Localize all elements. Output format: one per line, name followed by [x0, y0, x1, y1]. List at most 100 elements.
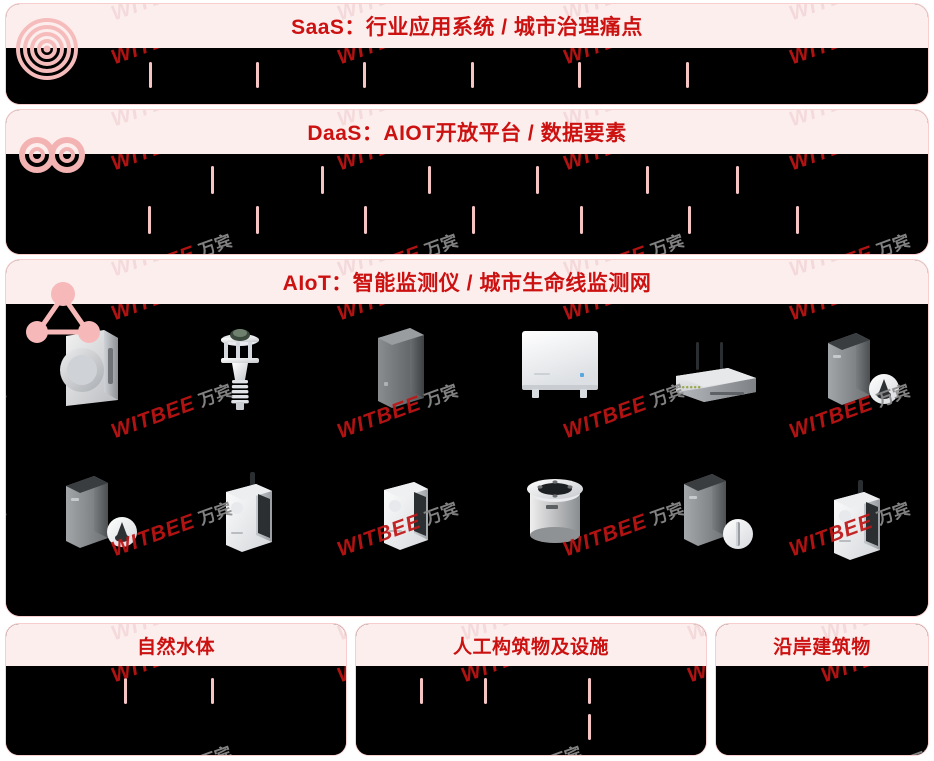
watermark: WITBEE万宾: [818, 666, 928, 687]
divider-tick: [148, 206, 151, 234]
watermark: WITBEE万宾: [458, 666, 584, 687]
watermark-overlay: WITBEE万宾 WITBEE万宾 WITBEE万宾 WITBEE万宾 WITBEE万宾…: [6, 666, 346, 755]
device-white-gateway-panel: [516, 327, 604, 406]
watermark-overlay: WITBEE万宾WITBEE万宾WITBEE万宾WITBEE万宾WITBEE万宾…: [6, 48, 928, 104]
layer-daas-title: DaaS：AIOT开放平台 / 数据要素: [307, 122, 627, 145]
watermark: WITBEE万宾: [6, 231, 9, 254]
panel-natural-water-body: WITBEE万宾 WITBEE万宾 WITBEE万宾 WITBEE万宾 WITBEE万宾…: [6, 666, 346, 755]
watermark: WITBEE万宾: [108, 4, 234, 25]
watermark: WITBEE万宾: [6, 741, 9, 755]
watermark: WITBEE万宾: [458, 741, 585, 755]
divider-tick: [471, 62, 474, 88]
watermark: WITBEE万宾: [356, 741, 359, 755]
watermark: WITBEE万宾: [334, 154, 460, 175]
divider-tick: [580, 206, 583, 234]
watermark: WITBEE万宾: [334, 624, 346, 645]
divider-tick: [321, 166, 324, 194]
device-gallery: [6, 304, 928, 616]
watermark: WITBEE万宾: [334, 231, 461, 254]
divider-tick: [256, 62, 259, 88]
watermark: WITBEE万宾: [684, 741, 706, 755]
watermark: WITBEE万宾: [818, 741, 928, 755]
watermark: WITBEE万宾: [684, 624, 706, 645]
bottom-panel-row: WITBEE万宾 WITBEE万宾 WITBEE万宾 WITBEE万宾 WITBEE万宾…: [6, 624, 928, 755]
panel-coastal-buildings[interactable]: WITBEE万宾WITBEE万宾WITBEE万宾WITBEE万宾WITBEE万宾…: [716, 624, 928, 755]
divider-tick: [363, 62, 366, 88]
watermark-overlay: WITBEE万宾 WITBEE万宾 WITBEE万宾 WITBEE万宾 WITBEE万宾…: [6, 154, 928, 254]
divider-tick: [646, 166, 649, 194]
panel-coastal-buildings-header: WITBEE万宾WITBEE万宾WITBEE万宾WITBEE万宾WITBEE万宾…: [716, 624, 928, 666]
layer-saas[interactable]: WITBEE万宾 WITBEE万宾 WITBEE万宾 WITBEE万宾 WITBEE万宾…: [6, 4, 928, 104]
watermark: WITBEE万宾: [716, 624, 719, 644]
watermark: WITBEE万宾: [6, 154, 9, 174]
watermark: WITBEE万宾: [108, 110, 234, 131]
divider-tick: [736, 166, 739, 194]
layer-saas-header: WITBEE万宾WITBEE万宾WITBEE万宾WITBEE万宾WITBEE万宾…: [6, 4, 928, 48]
watermark: WITBEE万宾: [108, 741, 235, 755]
device-grey-column-with-rod-probe: [678, 466, 758, 557]
watermark: WITBEE万宾: [6, 624, 9, 644]
divider-tick: [420, 678, 423, 704]
layer-saas-body: WITBEE万宾WITBEE万宾WITBEE万宾WITBEE万宾WITBEE万宾…: [6, 18, 928, 104]
watermark: WITBEE万宾: [356, 624, 359, 644]
divider-tick: [686, 62, 689, 88]
layer-aiot[interactable]: WITBEE万宾WITBEE万宾WITBEE万宾WITBEE万宾WITBEE万宾…: [6, 260, 928, 616]
panel-artificial-structures[interactable]: WITBEE万宾 WITBEE万宾 WITBEE万宾 WITBEE万宾 WITBEE万宾…: [356, 624, 706, 755]
layer-daas[interactable]: WITBEE万宾 WITBEE万宾 WITBEE万宾 WITBEE万宾 WITBEE万宾…: [6, 110, 928, 254]
divider-tick: [211, 678, 214, 704]
watermark: WITBEE万宾: [108, 48, 234, 69]
device-cylindrical-flow-meter: [520, 473, 590, 552]
divider-tick: [149, 62, 152, 88]
device-grey-column-with-probe-2: [60, 468, 138, 559]
layer-aiot-header: WITBEE万宾WITBEE万宾WITBEE万宾WITBEE万宾WITBEE万宾…: [6, 260, 928, 304]
divider-tick: [536, 166, 539, 194]
watermark: WITBEE万宾: [334, 666, 346, 687]
watermark: WITBEE万宾: [356, 666, 359, 686]
divider-tick: [364, 206, 367, 234]
device-manhole-cover-sensor: [52, 326, 124, 413]
divider-tick: [588, 678, 591, 704]
divider-tick: [428, 166, 431, 194]
watermark: WITBEE万宾: [108, 154, 234, 175]
watermark: WITBEE万宾: [334, 741, 346, 755]
divider-tick: [256, 206, 259, 234]
divider-tick: [578, 62, 581, 88]
watermark: WITBEE万宾: [6, 48, 9, 68]
device-gas-detector-unit: [220, 470, 280, 561]
divider-tick: [124, 678, 127, 704]
watermark: WITBEE万宾: [684, 666, 706, 687]
device-ultrasonic-weather-station: [212, 318, 268, 417]
watermark: WITBEE万宾: [786, 154, 912, 175]
watermark: WITBEE万宾: [6, 260, 9, 280]
layer-aiot-title: AIoT：智能监测仪 / 城市生命线监测网: [282, 272, 652, 295]
divider-tick: [796, 206, 799, 234]
watermark: WITBEE万宾: [108, 666, 234, 687]
watermark: WITBEE万宾: [560, 154, 686, 175]
device-white-detector-unit-2: [828, 478, 888, 569]
watermark: WITBEE万宾: [786, 260, 912, 281]
watermark: WITBEE万宾: [786, 231, 913, 254]
panel-artificial-structures-body: WITBEE万宾 WITBEE万宾 WITBEE万宾 WITBEE万宾 WITBEE万宾…: [356, 666, 706, 755]
watermark-overlay: WITBEE万宾WITBEE万宾WITBEE万宾WITBEE万宾WITBEE万宾…: [716, 666, 928, 755]
panel-coastal-buildings-title: 沿岸建筑物: [773, 636, 871, 658]
layer-saas-title: SaaS：行业应用系统 / 城市治理痛点: [291, 16, 643, 39]
watermark: WITBEE万宾: [786, 4, 912, 25]
watermark: WITBEE万宾: [6, 4, 9, 24]
panel-artificial-structures-title: 人工构筑物及设施: [452, 636, 609, 658]
panel-coastal-buildings-body: WITBEE万宾WITBEE万宾WITBEE万宾WITBEE万宾WITBEE万宾…: [716, 666, 928, 755]
device-dark-cabinet-monitor: [372, 322, 428, 415]
watermark: WITBEE万宾: [786, 48, 912, 69]
watermark: WITBEE万宾: [108, 260, 234, 281]
watermark: WITBEE万宾: [716, 741, 719, 755]
watermark: WITBEE万宾: [786, 110, 912, 131]
watermark-overlay: WITBEE万宾 WITBEE万宾 WITBEE万宾 WITBEE万宾 WITBEE万宾…: [356, 666, 706, 755]
panel-natural-water[interactable]: WITBEE万宾 WITBEE万宾 WITBEE万宾 WITBEE万宾 WITBEE万宾…: [6, 624, 346, 755]
panel-natural-water-title: 自然水体: [136, 636, 215, 658]
watermark: WITBEE万宾: [108, 231, 235, 254]
layer-daas-header: WITBEE万宾WITBEE万宾WITBEE万宾WITBEE万宾WITBEE万宾…: [6, 110, 928, 154]
device-grey-column-with-probe: [822, 325, 900, 416]
device-wireless-router-gateway: [668, 340, 762, 413]
divider-tick: [472, 206, 475, 234]
panel-natural-water-header: WITBEE万宾WITBEE万宾WITBEE万宾WITBEE万宾WITBEE万宾…: [6, 624, 346, 666]
